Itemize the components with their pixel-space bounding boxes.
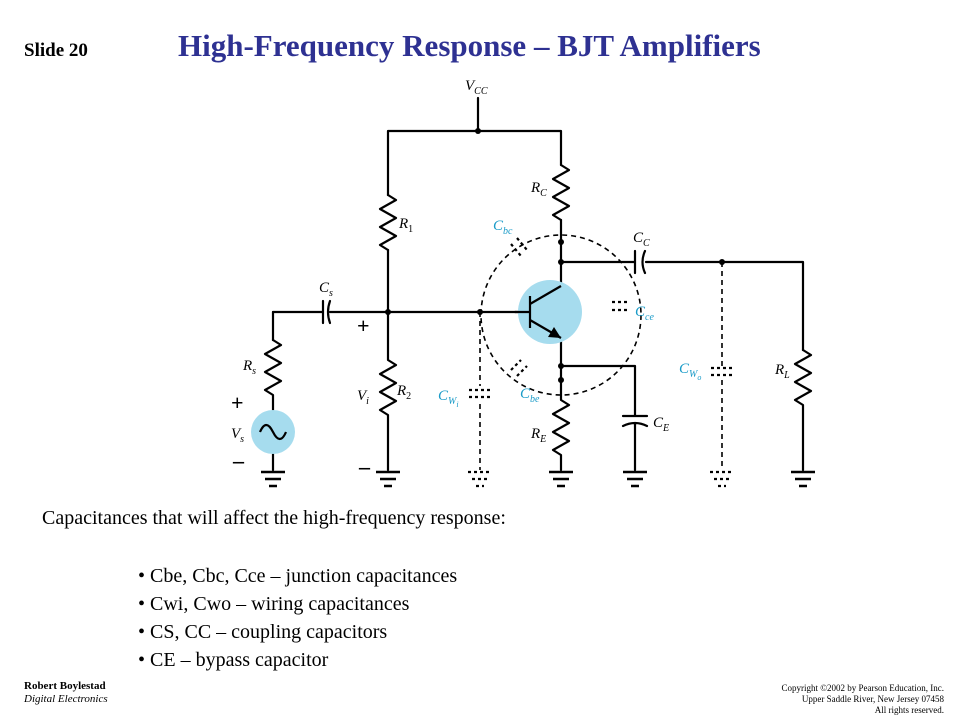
bullet-bypass: CE – bypass capacitor xyxy=(138,646,457,674)
cbe-label: Cbe xyxy=(520,386,540,405)
ground-rl xyxy=(791,470,815,488)
collector-node-2 xyxy=(558,259,564,265)
cwi-label: CWi xyxy=(438,388,459,409)
author-name: Robert Boylestad xyxy=(24,680,106,692)
rc-resistor xyxy=(551,163,571,222)
cwo-label: CWo xyxy=(679,361,701,382)
cs-label: Cs xyxy=(319,280,333,299)
copyright-line-1: Copyright ©2002 by Pearson Education, In… xyxy=(781,683,944,693)
rl-label: RL xyxy=(774,362,790,381)
copyright-line-3: All rights reserved. xyxy=(874,705,944,715)
re-label: RE xyxy=(530,426,546,445)
junction-capacitance-boundary xyxy=(480,234,642,396)
bjt-amplifier-circuit: VCC R1 R2 RC RE Rs RL Cs CC CE Vi Vs Cbc… xyxy=(231,78,815,488)
cbc-label: Cbc xyxy=(493,218,513,237)
cwi-node xyxy=(477,309,483,315)
re-resistor xyxy=(551,364,571,472)
vs-plus-sign: + xyxy=(231,390,244,415)
vcc-wire xyxy=(386,96,563,197)
ground-cwi xyxy=(468,470,492,488)
ground-re xyxy=(549,470,573,488)
cbe-capacitor xyxy=(510,359,528,377)
cce-capacitor xyxy=(612,300,627,312)
vi-minus-sign: – xyxy=(358,454,371,479)
course-name: Digital Electronics xyxy=(24,693,108,705)
base-node xyxy=(385,309,391,315)
transistor-body xyxy=(518,280,582,344)
cs-capacitor xyxy=(321,299,332,325)
ground-cwo xyxy=(710,470,734,488)
slide-number: Slide 20 xyxy=(24,40,88,61)
cbc-capacitor xyxy=(510,237,528,257)
intro-text: Capacitances that will affect the high-f… xyxy=(42,507,506,529)
source-sine xyxy=(258,423,288,441)
vs-minus-sign: – xyxy=(232,448,245,473)
cwi-capacitor xyxy=(469,388,491,399)
ground-source xyxy=(261,470,285,488)
cce-label: Cce xyxy=(635,304,654,323)
r2-resistor xyxy=(378,310,398,472)
cc-capacitor xyxy=(633,249,805,352)
copyright-line-2: Upper Saddle River, New Jersey 07458 xyxy=(801,694,944,704)
vcc-label: VCC xyxy=(465,78,488,97)
r2-label: R2 xyxy=(396,383,411,402)
cc-label: CC xyxy=(633,230,650,249)
ground-r2 xyxy=(376,470,400,488)
r1-label: R1 xyxy=(398,216,413,235)
rs-label: Rs xyxy=(242,358,256,377)
rs-resistor xyxy=(263,338,283,412)
vi-label: Vi xyxy=(357,388,369,407)
slide-title: High-Frequency Response – BJT Amplifiers xyxy=(178,28,761,63)
ground-ce xyxy=(623,470,647,488)
copyright-block: Copyright ©2002 by Pearson Education, In… xyxy=(781,683,944,716)
vcc-node xyxy=(475,128,481,134)
emitter-node xyxy=(558,363,564,369)
collector-node xyxy=(558,239,564,245)
emitter-node-2 xyxy=(558,377,564,383)
author-block: Robert Boylestad Digital Electronics xyxy=(24,680,108,706)
bullet-coupling: CS, CC – coupling capacitors xyxy=(138,618,457,646)
bullet-wiring: Cwi, Cwo – wiring capacitances xyxy=(138,590,457,618)
ce-label: CE xyxy=(653,415,669,434)
vi-plus-sign: + xyxy=(357,313,370,338)
cwo-capacitor xyxy=(711,366,733,377)
cwo-node xyxy=(719,259,725,265)
rl-resistor xyxy=(793,348,813,472)
bullet-junction: Cbe, Cbc, Cce – junction capacitances xyxy=(138,562,457,590)
r1-resistor xyxy=(378,193,398,252)
vs-label: Vs xyxy=(231,426,244,445)
ce-capacitor xyxy=(621,408,649,472)
capacitance-list: Cbe, Cbc, Cce – junction capacitances Cw… xyxy=(138,562,457,674)
rc-label: RC xyxy=(530,180,547,199)
